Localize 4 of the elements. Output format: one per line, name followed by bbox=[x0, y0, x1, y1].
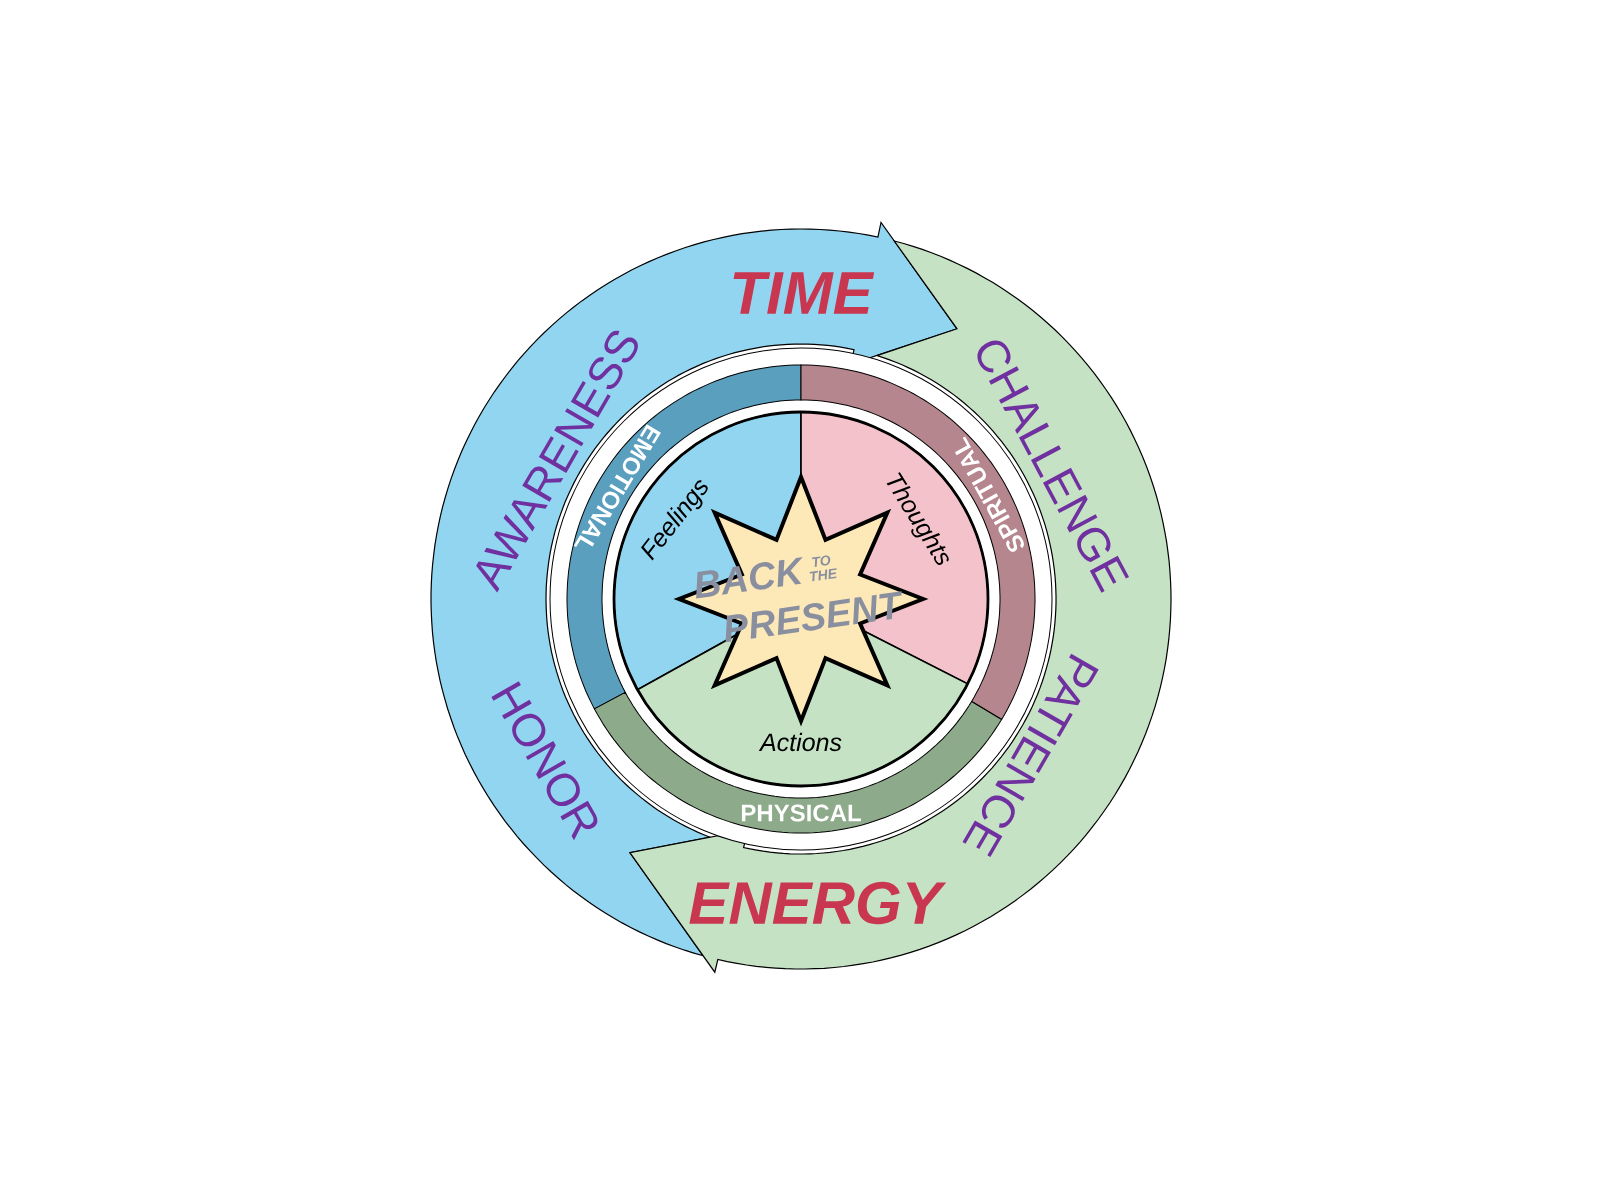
arrow-label: TIME bbox=[733, 272, 875, 314]
star-title: TO THE bbox=[809, 555, 837, 582]
arrow-label: ENERGY bbox=[689, 881, 947, 925]
sector-label: Actions bbox=[758, 732, 842, 752]
